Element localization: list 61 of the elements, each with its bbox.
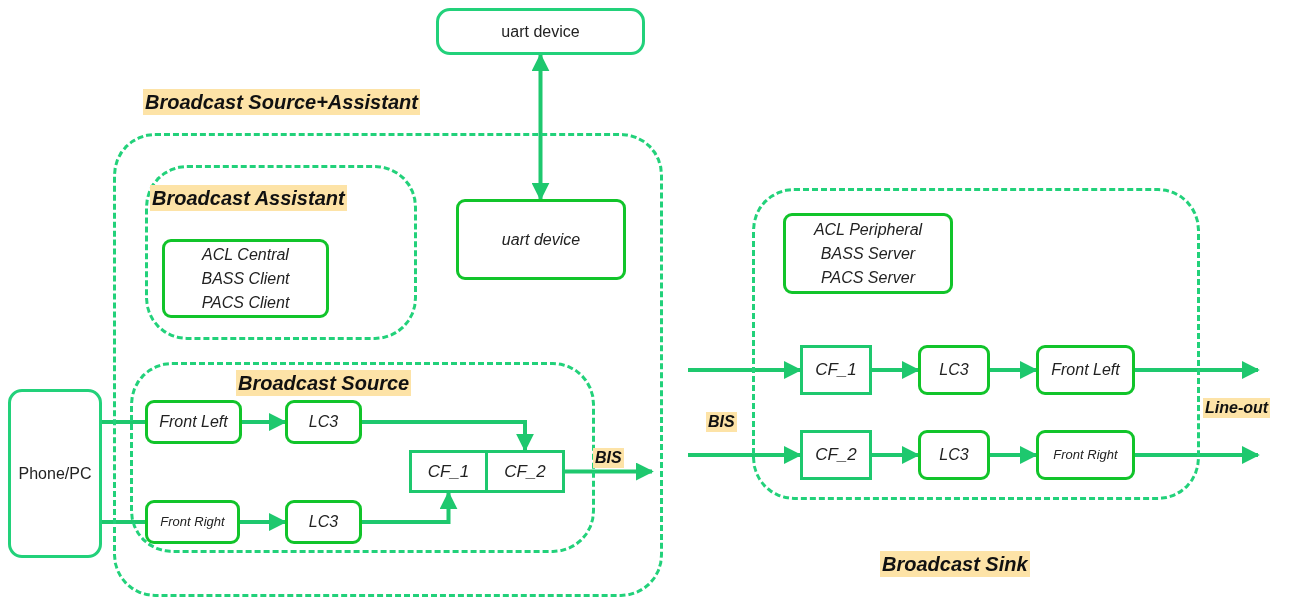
box-label: Front Left bbox=[159, 412, 228, 432]
box-label: CF_2 bbox=[504, 460, 546, 483]
process-box bbox=[1036, 430, 1135, 480]
process-box bbox=[456, 199, 626, 280]
box-label: uart device bbox=[501, 21, 580, 42]
role-text: ACL Peripheral bbox=[813, 219, 923, 240]
group-heading: Broadcast Sink bbox=[880, 551, 1030, 577]
group-heading: Broadcast Source bbox=[236, 370, 412, 396]
role-text: PACS Server bbox=[821, 267, 915, 288]
group-heading: Broadcast Source+Assistant bbox=[143, 89, 420, 115]
box-label: Front Left bbox=[1051, 360, 1120, 380]
box-label: LC3 bbox=[939, 445, 969, 465]
frame-box bbox=[409, 450, 488, 493]
arrow bbox=[688, 446, 802, 464]
arrow bbox=[531, 53, 550, 201]
arrow bbox=[688, 361, 802, 379]
arrow bbox=[1135, 361, 1260, 379]
arrow bbox=[242, 413, 287, 431]
process-box bbox=[285, 500, 362, 544]
role-text: BASS Client bbox=[201, 268, 290, 289]
box-label: CF_1 bbox=[815, 359, 857, 381]
frame-box bbox=[800, 345, 872, 395]
group-container bbox=[145, 165, 417, 340]
arrow bbox=[990, 361, 1038, 379]
process-box bbox=[162, 239, 329, 318]
arrow bbox=[362, 491, 458, 524]
arrow bbox=[565, 462, 654, 481]
box-label: LC3 bbox=[308, 412, 339, 432]
box-label: LC3 bbox=[939, 360, 969, 380]
box-label: Phone/PC bbox=[18, 463, 92, 484]
signal-label: Line-out bbox=[1203, 398, 1271, 418]
arrow bbox=[990, 446, 1038, 464]
group-container bbox=[130, 362, 595, 553]
box-label: LC3 bbox=[308, 512, 339, 532]
process-box bbox=[783, 213, 953, 294]
box-label: CF_1 bbox=[427, 460, 470, 483]
box-label: Front Right bbox=[160, 513, 225, 531]
process-box bbox=[285, 400, 362, 444]
role-text: ACL Central bbox=[202, 244, 289, 265]
arrow bbox=[362, 420, 534, 452]
role-text: BASS Server bbox=[820, 243, 916, 264]
box-label: Front Right bbox=[1053, 446, 1118, 464]
arrow bbox=[240, 513, 287, 531]
process-box bbox=[1036, 345, 1135, 395]
process-box bbox=[145, 500, 240, 544]
process-box bbox=[918, 430, 990, 480]
box-label: CF_2 bbox=[815, 444, 857, 466]
box-label: uart device bbox=[501, 229, 581, 250]
arrow bbox=[1135, 446, 1260, 464]
arrow bbox=[872, 446, 920, 464]
edge-label: BIS bbox=[593, 448, 624, 468]
device-box bbox=[436, 8, 645, 55]
signal-label: BIS bbox=[706, 412, 737, 432]
process-box bbox=[145, 400, 242, 444]
group-heading: Broadcast Assistant bbox=[150, 185, 347, 211]
frame-box bbox=[800, 430, 872, 480]
frame-box bbox=[485, 450, 565, 493]
role-text: PACS Client bbox=[201, 292, 290, 313]
device-box bbox=[8, 389, 102, 558]
arrow bbox=[872, 361, 920, 379]
process-box bbox=[918, 345, 990, 395]
